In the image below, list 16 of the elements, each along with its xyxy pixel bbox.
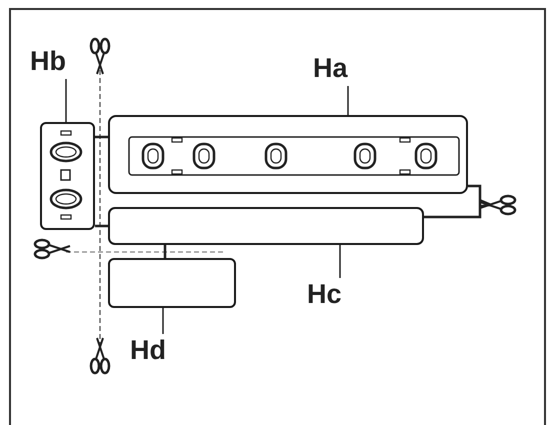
- cable-line: [95, 136, 108, 138]
- cable-line: [164, 245, 166, 258]
- part-label: Hc: [307, 281, 342, 308]
- housing-box: [108, 258, 236, 308]
- cable-line: [424, 184, 482, 218]
- part-label: Hd: [130, 337, 166, 364]
- part-label: Ha: [313, 55, 348, 82]
- part-label: Hb: [30, 48, 66, 75]
- leader-line: [65, 79, 67, 122]
- housing-box: [108, 115, 468, 194]
- housing-box: [40, 122, 95, 230]
- leader-line: [339, 245, 341, 278]
- leader-line: [162, 308, 164, 334]
- cable-line: [95, 224, 108, 228]
- housing-box: [108, 207, 424, 245]
- leader-line: [347, 86, 349, 115]
